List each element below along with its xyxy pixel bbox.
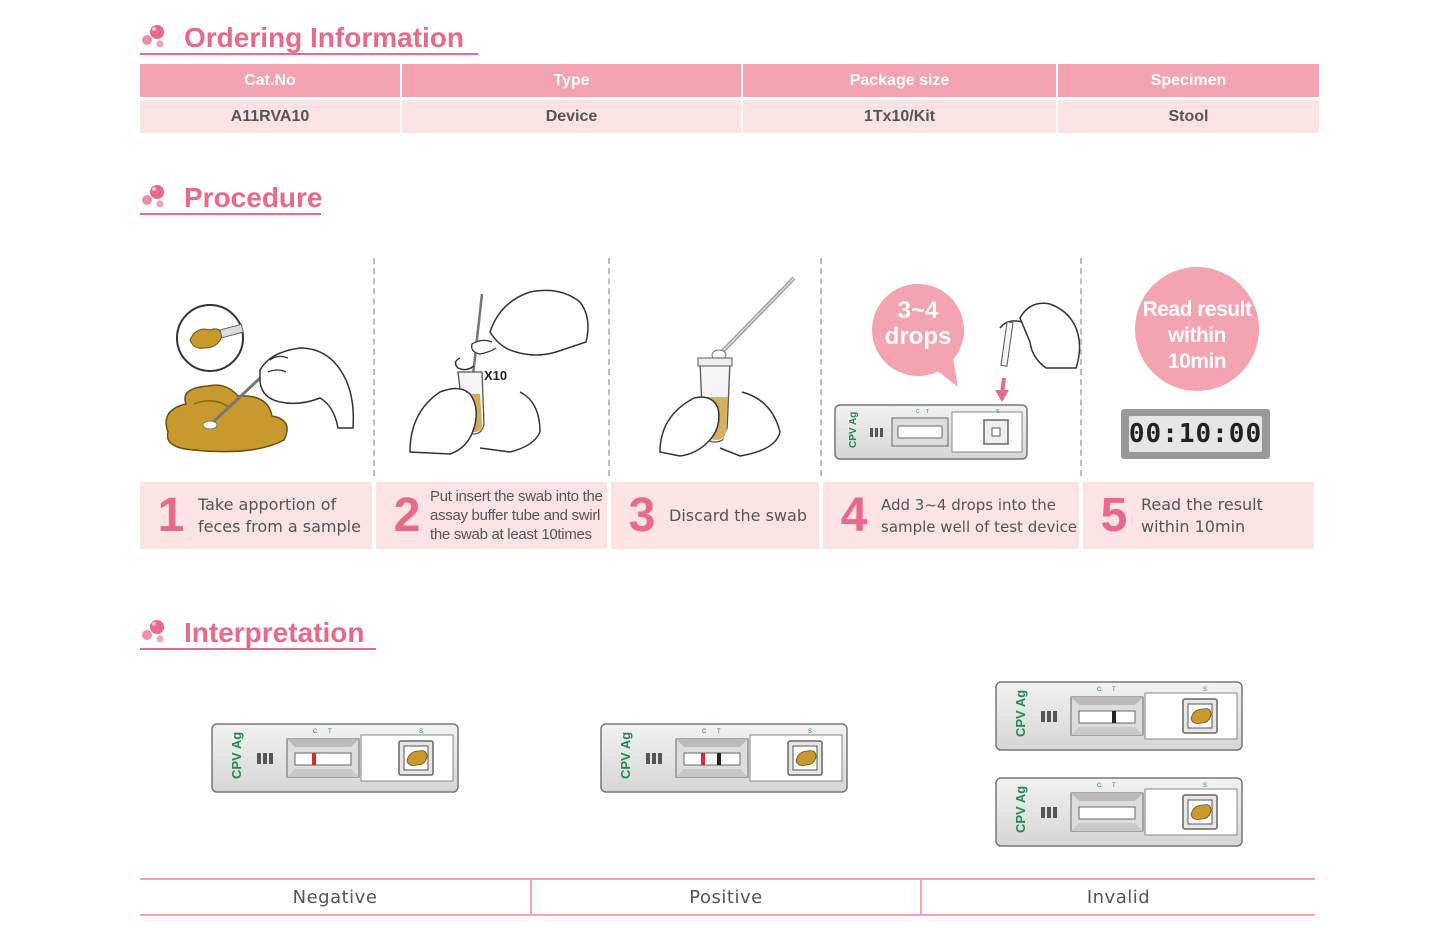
feces-sample-illustration <box>165 304 355 453</box>
step-number: 5 <box>1100 488 1128 542</box>
device-invalid-1: CPV Ag C T S <box>995 681 1243 751</box>
drops-bubble-line1: 3~4 <box>897 297 939 324</box>
result-negative: Negative <box>292 886 378 908</box>
read-result-bubble-text: Read result within 10min <box>1134 297 1260 375</box>
step-text-line: Put insert the swab into the <box>430 488 603 505</box>
device-t: T <box>717 729 721 735</box>
device-s: S <box>1203 687 1207 693</box>
interpretation-section-heading: Interpretation <box>140 615 364 651</box>
step-text-line: Add 3~4 drops into the <box>881 495 1056 514</box>
step-5: 5 Read the result within 10min <box>1083 482 1314 549</box>
ordering-table: Cat.No Type Package size Specimen A11RVA… <box>140 64 1319 133</box>
step-text-line: the swab at least 10times <box>430 526 592 543</box>
device-label: CPV Ag <box>1013 690 1028 737</box>
drops-bubble-text: 3~4 drops <box>868 298 968 350</box>
device-c: C <box>916 409 920 415</box>
step-1: 1 Take apportion of feces from a sample <box>140 482 372 549</box>
timer-display: 00:10:00 <box>1129 416 1262 452</box>
drops-bubble-line2: drops <box>884 323 952 350</box>
step-text-line: assay buffer tube and swirl <box>430 507 601 524</box>
test-device-step4: CPV Ag C T S <box>834 404 1028 460</box>
step-text: Put insert the swab into the assay buffe… <box>430 487 603 544</box>
device-label: CPV Ag <box>1013 786 1028 833</box>
bullet-icon <box>142 25 164 48</box>
step-text-line: Read the result <box>1141 494 1263 514</box>
step-divider <box>373 258 375 476</box>
device-label: CPV Ag <box>618 732 633 779</box>
table-header-package-size: Package size <box>743 64 1056 97</box>
device-label: CPV Ag <box>848 412 859 448</box>
device-invalid-2: CPV Ag C T S <box>995 777 1243 847</box>
step-divider <box>608 258 610 476</box>
device-positive: CPV Ag C T S <box>600 723 848 793</box>
dropper-illustration <box>995 302 1081 402</box>
device-c: C <box>313 729 318 735</box>
step-number: 2 <box>393 488 421 542</box>
ordering-title: Ordering Information <box>184 22 464 53</box>
device-label: CPV Ag <box>229 732 244 779</box>
table-header-specimen: Specimen <box>1058 64 1319 97</box>
ordering-section-heading: Ordering Information <box>140 20 464 56</box>
step-text: Take apportion of feces from a sample <box>198 494 361 538</box>
step-text-line: Take apportion of <box>198 494 337 514</box>
device-s: S <box>1203 783 1207 789</box>
device-t: T <box>1112 687 1116 693</box>
device-t: T <box>926 409 929 415</box>
step-2: 2 Put insert the swab into the assay buf… <box>376 482 607 549</box>
step-text-line: Discard the swab <box>669 505 807 525</box>
ordering-underline <box>140 53 478 55</box>
device-s: S <box>996 409 1000 415</box>
results-bottom-line <box>140 914 1315 916</box>
interpretation-underline <box>140 648 376 650</box>
read-bubble-line3: 10min <box>1167 350 1227 373</box>
device-t: T <box>1112 783 1116 789</box>
interpretation-title: Interpretation <box>184 617 365 648</box>
step-number: 4 <box>840 488 868 542</box>
device-c: C <box>1097 783 1102 789</box>
table-header-cat-no: Cat.No <box>140 64 400 97</box>
discard-swab-illustration <box>659 276 796 457</box>
timer-value: 00:10:00 <box>1128 419 1263 449</box>
results-top-line <box>140 878 1315 880</box>
table-cell-cat-no: A11RVA10 <box>140 100 400 133</box>
device-s: S <box>808 729 812 735</box>
table-cell-type: Device <box>402 100 741 133</box>
step-text-line: within 10min <box>1141 516 1246 536</box>
device-s: S <box>419 729 423 735</box>
read-result-bubble <box>1135 267 1259 391</box>
table-cell-package-size: 1Tx10/Kit <box>743 100 1056 133</box>
result-divider <box>920 880 922 914</box>
bullet-icon <box>142 185 164 208</box>
device-c: C <box>1097 687 1102 693</box>
device-c: C <box>702 729 707 735</box>
step-text: Discard the swab <box>669 505 807 527</box>
swirl-count: X10 <box>484 368 507 383</box>
result-divider <box>530 880 532 914</box>
table-cell-specimen: Stool <box>1058 100 1319 133</box>
device-t: T <box>328 729 332 735</box>
procedure-section-heading: Procedure <box>140 180 323 216</box>
step-4: 4 Add 3~4 drops into the sample well of … <box>823 482 1079 549</box>
timer-frame: 00:10:00 <box>1121 409 1270 459</box>
step-text: Add 3~4 drops into the sample well of te… <box>881 494 1077 538</box>
step-text-line: sample well of test device <box>881 517 1077 536</box>
table-header-type: Type <box>402 64 741 97</box>
result-positive: Positive <box>689 886 763 908</box>
step-number: 3 <box>628 488 656 542</box>
read-bubble-line1: Read result <box>1142 298 1252 321</box>
step-3: 3 Discard the swab <box>611 482 819 549</box>
step-number: 1 <box>157 488 185 542</box>
swirl-swab-illustration: X10 <box>409 289 589 455</box>
step-divider <box>1080 258 1082 476</box>
step-text: Read the result within 10min <box>1141 494 1263 538</box>
drops-bubble <box>872 284 964 387</box>
read-bubble-line2: within <box>1168 324 1226 347</box>
device-negative: CPV Ag C T S <box>211 723 459 793</box>
procedure-underline <box>140 213 321 215</box>
step-divider <box>820 258 822 476</box>
result-invalid: Invalid <box>1086 886 1151 908</box>
procedure-title: Procedure <box>184 182 323 213</box>
bullet-icon <box>142 620 164 643</box>
step-text-line: feces from a sample <box>198 516 361 536</box>
